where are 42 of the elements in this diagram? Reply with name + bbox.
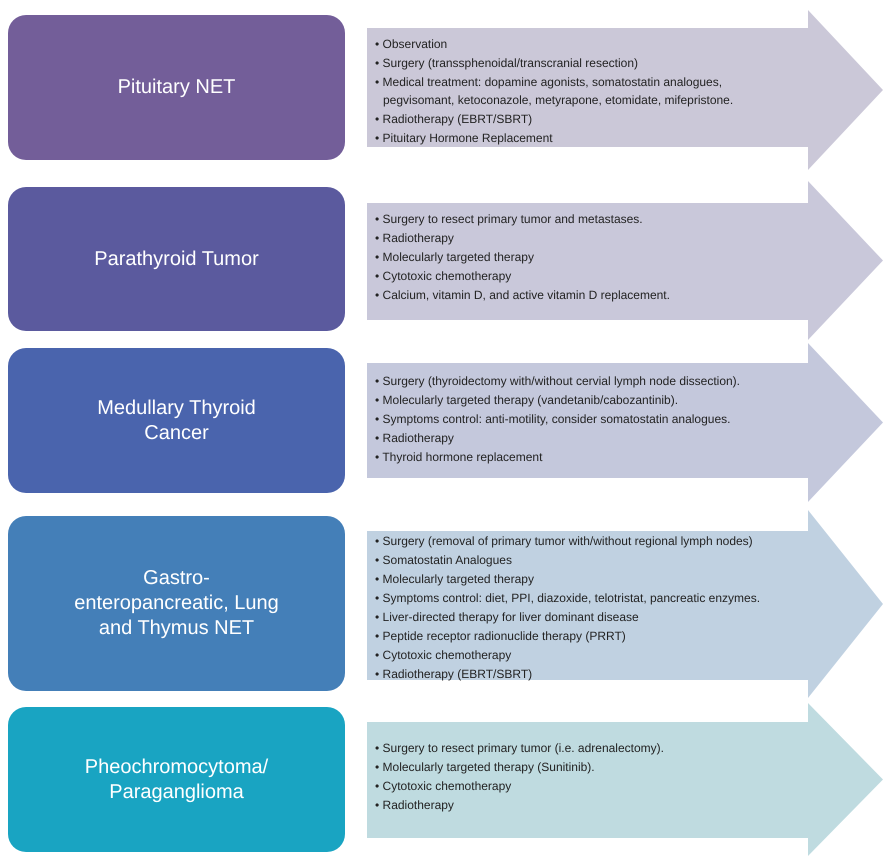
treatment-item: • Cytotoxic chemotherapy — [375, 268, 512, 285]
arrow-panel — [367, 181, 883, 340]
category-box — [8, 348, 345, 493]
category-title: Parathyroid Tumor — [94, 246, 259, 272]
treatment-item: • Surgery (transsphenoidal/transcranial resection) — [375, 55, 639, 72]
treatment-item: • Radiotherapy (EBRT/SBRT) — [375, 666, 534, 683]
treatment-item: • Peptide receptor radionuclide therapy (PRRT) — [375, 628, 627, 645]
treatment-item: • Molecularly targeted therapy — [375, 249, 535, 266]
treatment-item: • Molecularly targeted therapy — [375, 571, 535, 588]
category-title: Medullary Thyroid Cancer — [96, 396, 257, 446]
treatment-item: • Thyroid hormone replacement — [375, 449, 544, 466]
treatment-item: • Pituitary Hormone Replacement — [375, 130, 554, 146]
treatment-item: • Radiotherapy — [375, 430, 455, 447]
arrow-panel — [367, 510, 883, 698]
treatment-item: • Cytotoxic chemotherapy — [375, 778, 512, 795]
treatment-item: • Molecularly targeted therapy (Sunitinib). — [375, 759, 596, 776]
treatment-item: • Somatostatin Analogues — [375, 552, 513, 569]
treatment-item: • Molecularly targeted therapy (vandetanib/cabozantinib). — [375, 392, 680, 409]
treatment-item: • Surgery (thyroidectomy with/without cervial lymph node dissection). — [375, 373, 742, 390]
category-title: Gastro-enteropancreatic, Lung and Thymus NET — [73, 566, 280, 641]
category-box — [8, 15, 345, 160]
category-title: Pituitary NET — [118, 75, 236, 100]
treatment-item: • Radiotherapy (EBRT/SBRT) — [375, 110, 534, 128]
treatment-item: • Medical treatment: dopamine agonists, somatostatin analogues, pegvisomant, ketoconazole, metyrapone, etomidate, mifepristone. — [375, 74, 734, 108]
treatment-item: • Radiotherapy — [375, 230, 455, 247]
arrow-panel — [367, 343, 883, 502]
treatment-item: • Surgery to resect primary tumor (i.e. adrenalectomy). — [375, 740, 665, 757]
treatment-item: • Cytotoxic chemotherapy — [375, 647, 512, 664]
treatment-item: • Radiotherapy — [375, 797, 455, 814]
treatment-item: • Surgery to resect primary tumor and metastases. — [375, 211, 644, 228]
arrow-panel — [367, 703, 883, 856]
treatment-item: • Surgery (removal of primary tumor with/without regional lymph nodes) — [375, 533, 754, 550]
category-box — [8, 187, 345, 331]
treatment-item: • Symptoms control: diet, PPI, diazoxide, telotristat, pancreatic enzymes. — [375, 590, 762, 607]
category-box — [8, 707, 345, 852]
treatment-item: • Symptoms control: anti-motility, consider somatostatin analogues. — [375, 411, 732, 428]
treatment-item: • Calcium, vitamin D, and active vitamin D replacement. — [375, 287, 671, 304]
treatment-item: • Observation — [375, 36, 448, 53]
category-box — [8, 516, 345, 691]
category-title: Pheochromocytoma/ Paraganglioma — [84, 754, 270, 804]
arrow-panel — [367, 10, 883, 170]
treatment-item: • Liver-directed therapy for liver dominant disease — [375, 609, 640, 626]
